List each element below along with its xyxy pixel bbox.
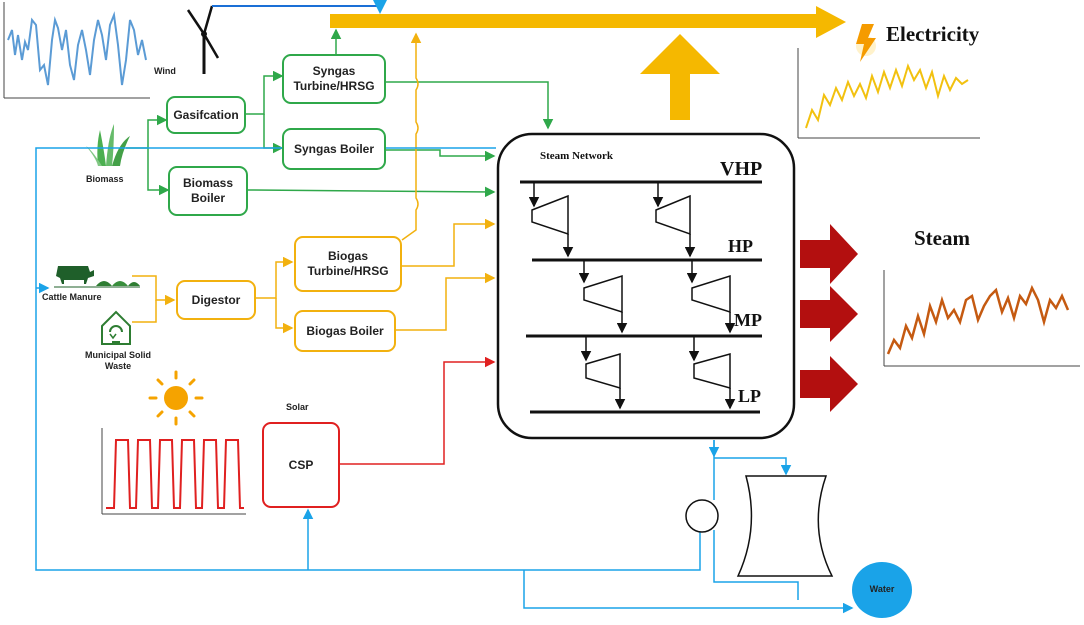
municipal-waste-label: Municipal Solid Waste (84, 350, 151, 371)
header-lp: LP (738, 386, 762, 406)
cooling-tower-icon (736, 475, 834, 577)
power-export-arrow (640, 34, 720, 120)
steam-output-arrows (800, 224, 858, 412)
steam-network-box (496, 132, 796, 440)
syngas-boiler-box: Syngas Boiler (282, 128, 386, 170)
header-vhp: VHP (720, 158, 763, 180)
digestor-box: Digestor (176, 280, 256, 320)
biomass-label: Biomass (86, 174, 124, 184)
syngas-turbine-box: Syngas Turbine/HRSG (282, 54, 386, 104)
wind-chart (3, 2, 150, 99)
lightning-icon (856, 24, 876, 62)
wind-turbine-icon (186, 5, 220, 74)
steam-label: Steam (914, 226, 970, 250)
wind-label: Wind (154, 66, 176, 76)
biogas-turbine-box: Biogas Turbine/HRSG (294, 236, 402, 292)
gasification-box: Gasifcation (166, 96, 246, 134)
biomass-boiler-box: Biomass Boiler (168, 166, 248, 216)
steam-chart (883, 270, 1080, 367)
cattle-manure-icon (54, 266, 140, 288)
biogas-boiler-box: Biogas Boiler (294, 310, 396, 352)
sun-icon (148, 370, 204, 426)
water-label: Water (869, 584, 895, 594)
header-mp: MP (734, 310, 762, 330)
recycle-house-icon (101, 310, 131, 345)
electricity-chart (797, 48, 980, 139)
pump-icon (685, 499, 719, 533)
electricity-label: Electricity (886, 22, 980, 46)
steam-network-title: Steam Network (540, 150, 614, 162)
cattle-manure-label: Cattle Manure (42, 292, 102, 302)
solar-chart (101, 428, 246, 515)
water-node (852, 562, 912, 618)
solar-label: Solar (286, 402, 309, 412)
csp-box: CSP (262, 422, 340, 508)
electricity-flow-arrow (330, 6, 846, 38)
steam-turbines (528, 182, 736, 410)
header-hp: HP (728, 236, 753, 256)
